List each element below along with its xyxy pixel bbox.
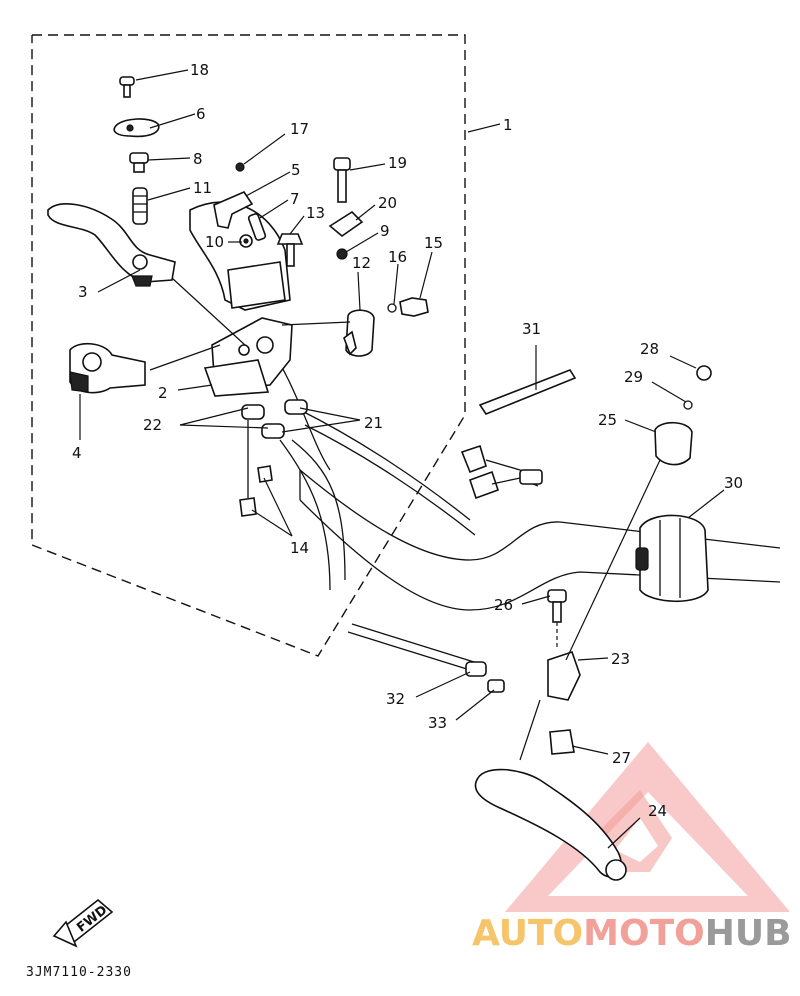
callout-8: 8 xyxy=(193,150,203,168)
callout-15: 15 xyxy=(424,234,443,252)
callouts: 18 6 8 11 17 5 7 10 13 19 20 9 12 16 15 … xyxy=(72,61,743,820)
callout-22: 22 xyxy=(143,416,162,434)
callout-14: 14 xyxy=(290,539,309,557)
part-code: 3JM7110-2330 xyxy=(26,965,132,980)
callout-1: 1 xyxy=(503,116,513,134)
callout-3: 3 xyxy=(78,283,88,301)
hardware xyxy=(113,76,712,881)
reservoir xyxy=(189,201,291,311)
callout-32: 32 xyxy=(386,690,405,708)
callout-13: 13 xyxy=(306,204,325,222)
callout-26: 26 xyxy=(494,596,513,614)
callout-16: 16 xyxy=(388,248,407,266)
callout-27: 27 xyxy=(612,749,631,767)
fwd-arrow-icon: FWD xyxy=(52,898,114,948)
callout-21: 21 xyxy=(364,414,383,432)
callout-18: 18 xyxy=(190,61,209,79)
clamp xyxy=(69,342,146,394)
callout-7: 7 xyxy=(290,190,300,208)
callout-10: 10 xyxy=(205,233,224,251)
cables xyxy=(279,409,476,671)
callout-24: 24 xyxy=(648,802,667,820)
lever-holder xyxy=(203,317,293,397)
leader-lines xyxy=(79,69,725,849)
callout-12: 12 xyxy=(352,254,371,272)
callout-6: 6 xyxy=(196,105,206,123)
callout-2: 2 xyxy=(158,384,168,402)
callout-5: 5 xyxy=(291,161,301,179)
callout-23: 23 xyxy=(611,650,630,668)
callout-30: 30 xyxy=(724,474,743,492)
callout-31: 31 xyxy=(522,320,541,338)
watermark-text: AUTOMOTOHUB xyxy=(472,913,792,954)
callout-29: 29 xyxy=(624,368,643,386)
callout-4: 4 xyxy=(72,444,82,462)
callout-28: 28 xyxy=(640,340,659,358)
watermark-hub: HUB xyxy=(705,913,792,954)
callout-25: 25 xyxy=(598,411,617,429)
watermark-auto: AUTO xyxy=(472,913,583,954)
watermark-moto: MOTO xyxy=(583,913,705,954)
assembly-boundary xyxy=(31,34,466,657)
callout-11: 11 xyxy=(193,179,212,197)
callout-20: 20 xyxy=(378,194,397,212)
front-lever xyxy=(47,203,176,287)
callout-17: 17 xyxy=(290,120,309,138)
callout-33: 33 xyxy=(428,714,447,732)
callout-19: 19 xyxy=(388,154,407,172)
callout-9: 9 xyxy=(380,222,390,240)
